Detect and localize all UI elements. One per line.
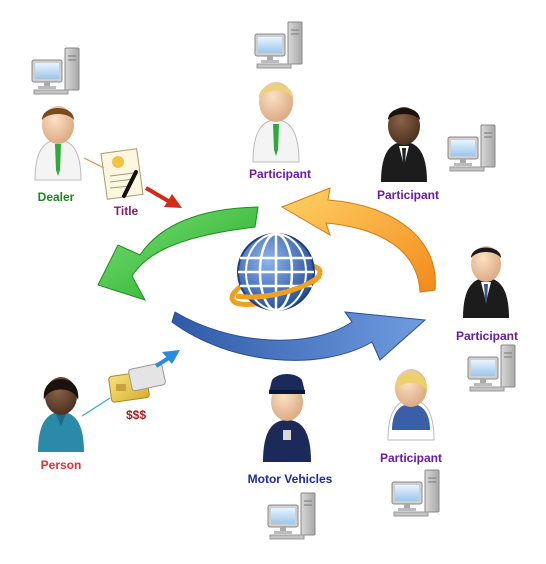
participant-top-right-label: Participant [376,188,440,202]
person-label: Person [40,458,82,472]
motor-vehicles-label: Motor Vehicles [247,472,333,486]
participant-bottom-right-person-icon [387,369,435,441]
motor-vehicles-officer-icon [263,374,311,462]
computer-icon-bottom-right [391,469,440,517]
title-document-icon [100,148,144,200]
globe-icon [229,232,323,312]
green-arrow [97,206,259,301]
participant-top-right-person-icon [381,107,427,182]
participant-top-label: Participant [248,167,312,181]
money-label: $$$ [125,408,147,422]
dealer-title-connector [83,157,105,169]
participant-right-person-icon [463,246,509,318]
orange-arrow [280,187,436,293]
person-woman-icon [38,377,84,452]
dealer-person-icon [34,106,82,181]
title-label: Title [113,204,139,218]
computer-icon-top [254,21,303,69]
participant-bottom-right-label: Participant [379,451,443,465]
computer-icon-right [467,344,516,392]
credit-card-icon [108,362,166,403]
computer-icon-dealer [31,47,80,95]
dealer-label: Dealer [37,190,75,204]
blue-arrow [171,311,427,361]
participant-right-label: Participant [455,329,519,343]
blue-small-arrow-icon [154,350,180,368]
red-arrow-icon [144,186,182,208]
computer-icon-top-right [447,124,496,172]
participant-top-person-icon [252,82,300,163]
person-card-connector [81,397,111,417]
computer-icon-motor-vehicles [267,492,316,540]
